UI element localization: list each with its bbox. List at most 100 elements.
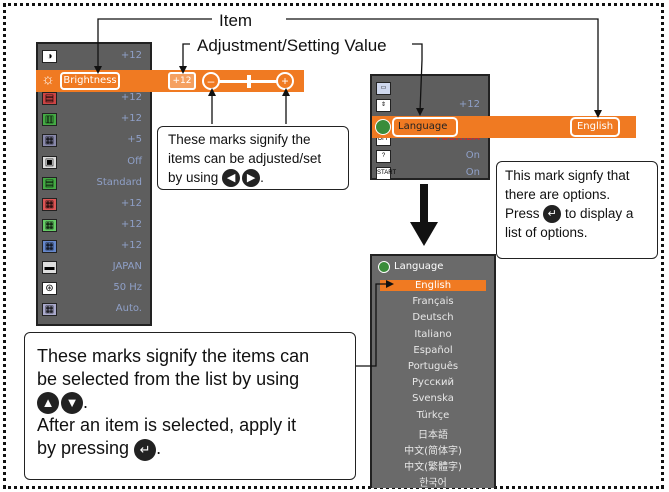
enter-icon-large: ↵ bbox=[134, 438, 157, 461]
monitor-icon: ▬ bbox=[42, 261, 57, 274]
menu-row[interactable]: ▤ Standard bbox=[38, 173, 150, 194]
adjust-callout-line-2: items can be adjusted/set bbox=[168, 151, 322, 166]
menu-row[interactable]: ▦ Auto. bbox=[38, 299, 150, 320]
options-callout-line-1: This mark signfy that bbox=[505, 168, 630, 183]
language-option[interactable]: Italiano bbox=[414, 328, 452, 340]
red-level-icon: ▦ bbox=[42, 197, 57, 211]
select-callout: These marks signify the items can be sel… bbox=[24, 332, 356, 480]
gamma-icon: ▤ bbox=[42, 176, 57, 190]
tint-icon: ▥ bbox=[42, 113, 57, 127]
menu-row[interactable]: ▥ +12 bbox=[38, 109, 150, 130]
enter-icon: ↵ bbox=[543, 205, 562, 224]
menu-row-value: JAPAN bbox=[112, 261, 142, 272]
down-arrow-icon: ▼ bbox=[61, 392, 83, 415]
video-icon: ▦ bbox=[42, 303, 57, 317]
menu-row-value: Standard bbox=[96, 176, 143, 188]
adjust-callout-line-1: These marks signify the bbox=[168, 132, 311, 147]
sharpness-icon: ▦ bbox=[42, 134, 57, 148]
dotted-frame bbox=[3, 3, 664, 489]
menu-row[interactable]: ▤ +12 bbox=[38, 88, 150, 109]
slider-knob[interactable] bbox=[247, 75, 251, 88]
slider-minus-button[interactable]: – bbox=[202, 72, 220, 90]
picture-menu: ◑ +12 ▤ +12 ▥ +12 ▦ +5 ▣ Off ▤ Standard ▦ +12 ▦ +12 ▦ +12… bbox=[36, 42, 152, 326]
language-option[interactable]: Svenska bbox=[412, 393, 454, 405]
globe-icon bbox=[375, 119, 391, 135]
language-option[interactable]: Português bbox=[407, 361, 459, 372]
menu-row-value: +12 bbox=[120, 113, 142, 125]
left-arrow-icon: ◀ bbox=[222, 169, 241, 188]
menu-row[interactable]: ▬ JAPAN bbox=[38, 257, 150, 278]
options-callout-line-2: there are options. bbox=[505, 187, 611, 202]
options-callout-line-3: Press ↵ to display a bbox=[505, 204, 657, 224]
language-option[interactable]: English bbox=[380, 280, 486, 291]
options-callout-press: Press bbox=[505, 206, 540, 221]
language-option[interactable]: 한국어 bbox=[419, 478, 447, 490]
language-option[interactable]: 中文(简体字) bbox=[404, 446, 462, 457]
language-list-title: Language bbox=[394, 261, 444, 272]
setup-row[interactable]: ? On bbox=[372, 146, 488, 167]
options-callout-line-4: list of options. bbox=[505, 225, 588, 241]
language-value: English bbox=[570, 117, 620, 137]
select-callout-line-4: After an item is selected, apply it bbox=[37, 415, 297, 436]
brightness-icon: ☼ bbox=[41, 71, 55, 88]
language-list-globe-icon bbox=[378, 261, 390, 273]
setup-row-value: +12 bbox=[458, 99, 480, 110]
select-callout-period: . bbox=[83, 392, 89, 412]
menu-row[interactable]: ▦ +12 bbox=[38, 236, 150, 257]
menu-row-value: +5 bbox=[127, 134, 142, 146]
slider-value-box: +12 bbox=[168, 72, 196, 90]
menu-row[interactable]: ▦ +12 bbox=[38, 215, 150, 236]
slider-plus-button[interactable]: + bbox=[276, 72, 294, 90]
screen-icon: ▭ bbox=[376, 82, 391, 95]
language-option[interactable]: Türkçe bbox=[416, 409, 450, 421]
menu-row-value: +12 bbox=[120, 197, 142, 209]
language-label: Language bbox=[392, 117, 458, 137]
select-callout-line-3: ▲▼. bbox=[37, 391, 355, 415]
brightness-label: Brightness bbox=[60, 72, 120, 90]
start-icon: START bbox=[376, 167, 396, 180]
language-option[interactable]: Deutsch bbox=[412, 312, 454, 324]
menu-row-value: +12 bbox=[120, 239, 142, 251]
contrast-icon: ◑ bbox=[42, 50, 57, 63]
menu-row[interactable]: ▦ +12 bbox=[38, 194, 150, 215]
green-level-icon: ▦ bbox=[42, 218, 57, 232]
setup-row[interactable]: START On bbox=[372, 163, 488, 184]
menu-row[interactable]: ▣ Off bbox=[38, 152, 150, 173]
adjustment-label: Adjustment/Setting Value bbox=[194, 36, 390, 56]
menu-row-value: +12 bbox=[120, 50, 142, 61]
tips-icon: ? bbox=[376, 150, 391, 163]
language-option[interactable]: Español bbox=[413, 344, 453, 356]
adjust-callout-line-3: by using ◀▶. bbox=[168, 168, 348, 188]
menu-row-value: +12 bbox=[120, 218, 142, 230]
menu-row[interactable]: ▦ +5 bbox=[38, 130, 150, 151]
setup-row-value: TOSHIBA bbox=[435, 133, 480, 143]
setup-row-value: On bbox=[465, 167, 480, 178]
select-callout-line-1: These marks signify the items can bbox=[37, 346, 310, 366]
menu-row-value: Auto. bbox=[115, 303, 142, 315]
blue-level-icon: ▦ bbox=[42, 239, 57, 253]
adjust-callout: These marks signify the items can be adj… bbox=[157, 126, 349, 190]
position-icon: ⇕ bbox=[376, 99, 391, 112]
right-arrow-icon: ▶ bbox=[242, 169, 261, 188]
menu-row-value: 50 Hz bbox=[113, 282, 142, 294]
setup-row[interactable]: ⇕ +12 bbox=[372, 95, 488, 116]
menu-row[interactable]: ⊛50 Hz bbox=[38, 278, 150, 299]
progressive-icon: ▣ bbox=[42, 155, 57, 169]
select-callout-pressing: by pressing bbox=[37, 438, 130, 459]
options-callout-display: to display a bbox=[565, 206, 634, 221]
language-option[interactable]: 中文(繁體字) bbox=[404, 462, 462, 474]
menu-row-value: Off bbox=[127, 155, 142, 167]
setup-row-value: On bbox=[465, 150, 480, 161]
adjust-callout-line-3-text: by using bbox=[168, 170, 219, 185]
menu-row-value: +12 bbox=[120, 92, 142, 104]
color-bars-icon: ▤ bbox=[42, 92, 57, 106]
up-arrow-icon: ▲ bbox=[37, 392, 59, 415]
select-callout-line-2: be selected from the list by using bbox=[37, 369, 300, 389]
item-label: Item bbox=[216, 11, 256, 31]
options-callout: This mark signfy that there are options.… bbox=[496, 161, 658, 259]
language-option[interactable]: Français bbox=[412, 296, 454, 308]
language-option[interactable]: 日本語 bbox=[418, 429, 448, 441]
language-option[interactable]: Русский bbox=[412, 377, 454, 389]
menu-row[interactable]: ◑ +12 bbox=[38, 46, 150, 67]
